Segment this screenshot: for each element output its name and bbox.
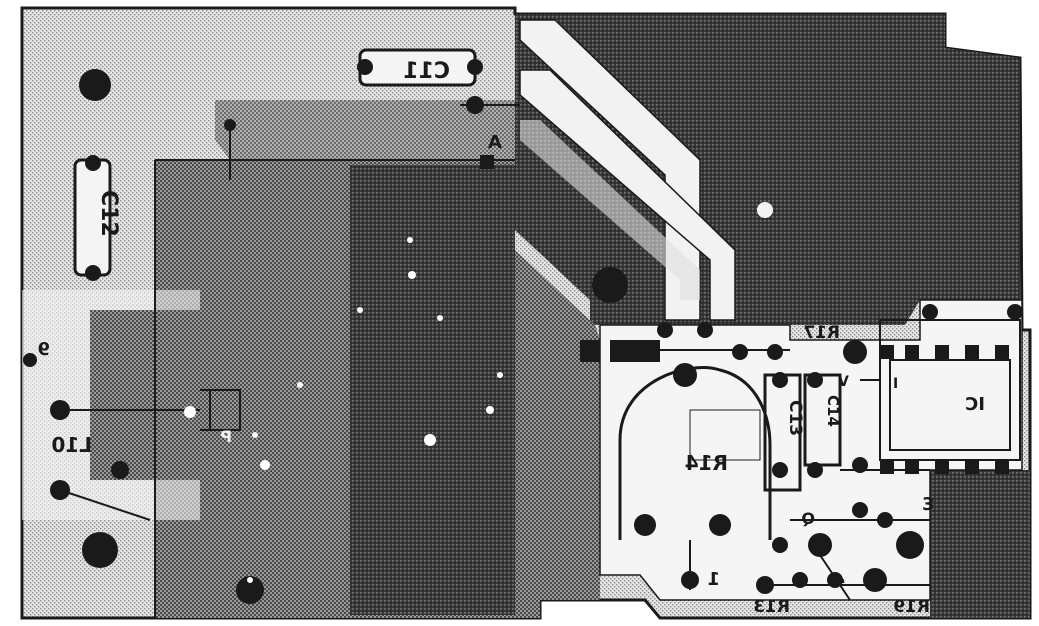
label-pin-9: 9: [37, 339, 50, 360]
copper-core-dark: [350, 165, 515, 615]
label-pin-3: 3: [922, 494, 935, 515]
label-ic: IC: [965, 394, 985, 415]
label-v: V: [838, 374, 849, 390]
label-pin-4: 4: [834, 570, 845, 589]
label-c13: C13: [785, 400, 805, 436]
label-pad-d: D: [617, 344, 632, 365]
pads: [23, 59, 1023, 604]
copper-specks: [184, 237, 503, 583]
label-q: Q: [801, 509, 815, 528]
r14-outline: [618, 366, 772, 540]
ground-plane-right: [515, 14, 1020, 325]
label-r13: R13: [753, 597, 790, 617]
diagonal-trace-channel-2: [519, 69, 736, 321]
labels: C11 C12 A L10 R14 R17 C13 C14 IC R13 R19…: [37, 59, 985, 617]
label-c11: C11: [403, 59, 450, 84]
diagonal-trace-channel-3: [520, 120, 700, 300]
ic-body: [889, 359, 1011, 451]
label-r17: R17: [803, 323, 840, 343]
circuit-island: [599, 299, 1023, 601]
copper-top-strip: [215, 100, 515, 160]
l10-copper-block: [90, 310, 200, 480]
label-r14: R14: [685, 451, 728, 475]
label-c12: C12: [96, 190, 121, 237]
label-r19: R19: [893, 597, 930, 617]
ic-outline: [879, 319, 1021, 461]
c14-outline: [803, 373, 842, 467]
r14-inner: [689, 409, 761, 461]
label-l10: L10: [51, 433, 92, 457]
label-pin-1: 1: [707, 569, 720, 590]
label-pad-p: P: [220, 427, 232, 446]
ground-plane-lower-right: [930, 470, 1030, 618]
label-a: A: [488, 132, 502, 153]
label-pin-i: I: [893, 376, 898, 392]
label-c14: C14: [824, 395, 842, 427]
